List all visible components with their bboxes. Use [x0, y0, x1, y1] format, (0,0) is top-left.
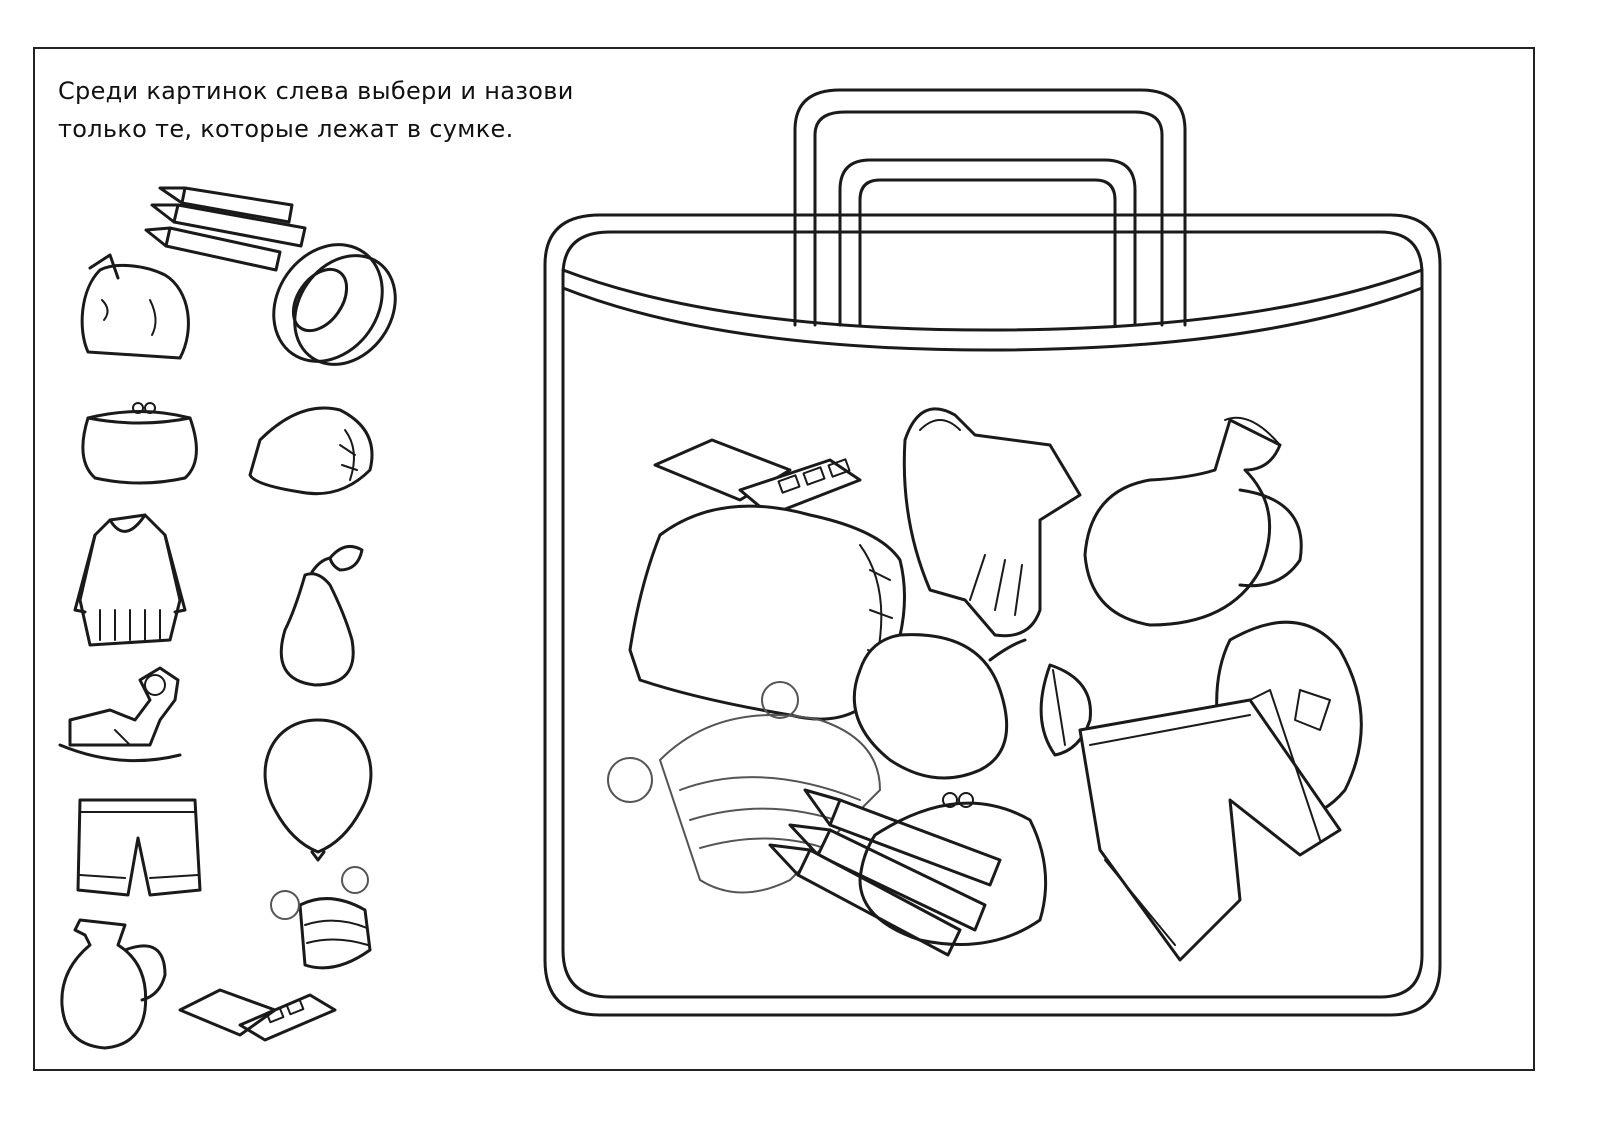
jug-icon [60, 918, 167, 1050]
bag-illustration [543, 88, 1442, 1017]
instruction-line-2: только те, которые лежат в сумке. [58, 115, 514, 143]
bag-paint-set-icon [653, 438, 862, 517]
instruction-line-1: Среди картинок слева выбери и назови [58, 77, 574, 105]
fur-coat-icon [73, 513, 187, 647]
bag-coin-purse-icon [858, 792, 1048, 946]
shorts-icon [76, 798, 202, 897]
worksheet-frame [33, 47, 1535, 1071]
pear-icon [279, 544, 364, 687]
rocking-horse-icon [58, 666, 182, 763]
pillow-icon [248, 406, 374, 496]
bag-pear-icon [852, 633, 1027, 780]
paint-set-icon [178, 988, 337, 1042]
winter-hat-icon [270, 866, 372, 970]
bag-pencils-icon [768, 788, 1002, 957]
bag-shorts-icon [1078, 689, 1342, 962]
leaf-icon [1039, 663, 1092, 757]
balloon-icon [263, 718, 373, 862]
bag-sack-icon [80, 253, 190, 360]
bag-winter-hat-icon [607, 681, 881, 894]
pencils-icon [144, 186, 307, 272]
bag-jug-icon [1083, 416, 1303, 627]
coin-purse-icon [81, 402, 198, 485]
gloves-icon [902, 407, 1082, 638]
tire-icon [272, 243, 397, 366]
instruction-text: Среди картинок слева выбери и назови тол… [58, 72, 758, 148]
